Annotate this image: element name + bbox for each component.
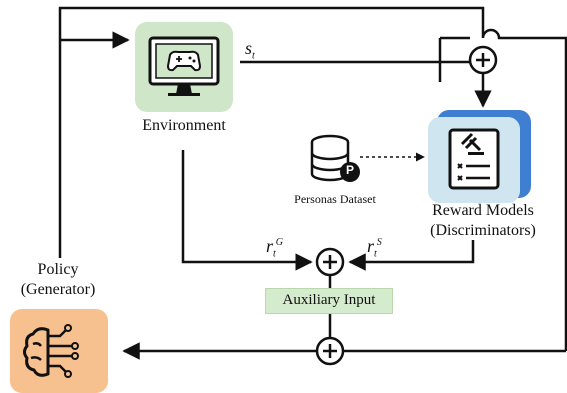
personas-dataset-label: Personas Dataset [294, 192, 376, 206]
policy-label-line1: Policy [37, 261, 79, 278]
edge-policy-to-reward-sum [481, 22, 567, 351]
personas-dataset-badge: P [345, 163, 354, 177]
database-icon [310, 134, 360, 182]
reward-s-superscript: S [376, 237, 382, 248]
state-signal-label: st [245, 38, 255, 62]
reward-models-label-line1: Reward Models [432, 202, 534, 219]
brain-circuit-icon [23, 324, 79, 378]
reward-g-superscript: G [275, 237, 284, 248]
reward-g-signal-label: rtG [266, 236, 283, 260]
reward-s-symbol: r [367, 236, 375, 256]
environment-label: Environment [142, 117, 226, 134]
reward-models-label: Reward Models (Discriminators) [408, 201, 558, 241]
reward-s-signal-label: rtS [367, 236, 382, 260]
policy-label-line2: (Generator) [20, 281, 96, 298]
auxiliary-input-label: Auxiliary Input [282, 292, 376, 308]
reward-models-label-line2: (Discriminators) [430, 222, 536, 239]
reward-s-subscript: t [374, 248, 377, 260]
sum-node-bottom [315, 336, 345, 366]
edge-environment-reward-g [181, 150, 313, 271]
checklist-gavel-icon [448, 128, 500, 190]
game-monitor-icon [148, 36, 220, 96]
sum-node-middle [315, 247, 345, 277]
auxiliary-input-box [265, 288, 393, 314]
edge-policy-to-environment [58, 6, 485, 258]
reward-g-symbol: r [266, 236, 274, 256]
state-symbol: s [245, 38, 253, 58]
policy-label: Policy (Generator) [2, 260, 114, 300]
edge-environment-state [240, 36, 470, 82]
policy-box [10, 309, 108, 393]
reward-g-subscript: t [273, 248, 276, 260]
state-subscript: t [252, 50, 255, 62]
edge-reward-models-reward-s [348, 240, 475, 271]
sum-node-top [468, 45, 498, 75]
